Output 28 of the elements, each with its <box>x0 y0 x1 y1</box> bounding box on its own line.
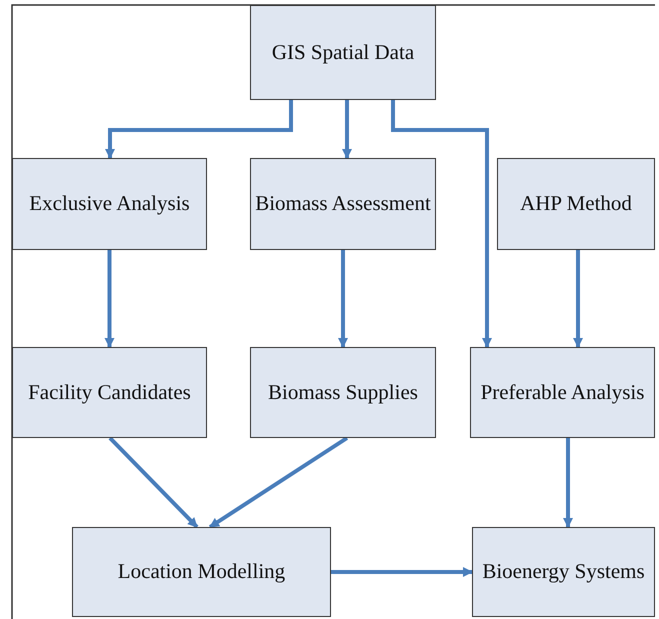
box-label: Exclusive Analysis <box>29 190 190 218</box>
box-label: Bioenergy Systems <box>482 558 645 586</box>
arrow <box>105 100 293 159</box>
arrow <box>208 436 348 529</box>
box-label: GIS Spatial Data <box>272 38 414 66</box>
arrow <box>331 567 473 577</box>
arrow <box>338 250 348 348</box>
box-label: Preferable Analysis <box>480 378 644 406</box>
arrow <box>391 100 492 348</box>
box-label: Biomass Assessment <box>255 190 431 218</box>
process-box <box>250 347 436 438</box>
process-box <box>497 158 655 250</box>
process-box <box>250 5 436 100</box>
arrow <box>573 250 583 348</box>
box-label: Biomass Supplies <box>268 378 418 406</box>
arrow <box>342 100 352 159</box>
arrow <box>563 438 573 528</box>
process-box <box>12 347 207 438</box>
process-box <box>470 347 655 438</box>
box-label: Facility Candidates <box>28 378 191 406</box>
process-box <box>472 527 655 617</box>
arrow <box>108 436 198 528</box>
box-label: Location Modelling <box>118 558 286 586</box>
process-box <box>72 527 331 617</box>
arrow <box>104 250 114 348</box>
process-box <box>12 158 207 250</box>
box-label: AHP Method <box>520 190 632 218</box>
process-box <box>250 158 436 250</box>
